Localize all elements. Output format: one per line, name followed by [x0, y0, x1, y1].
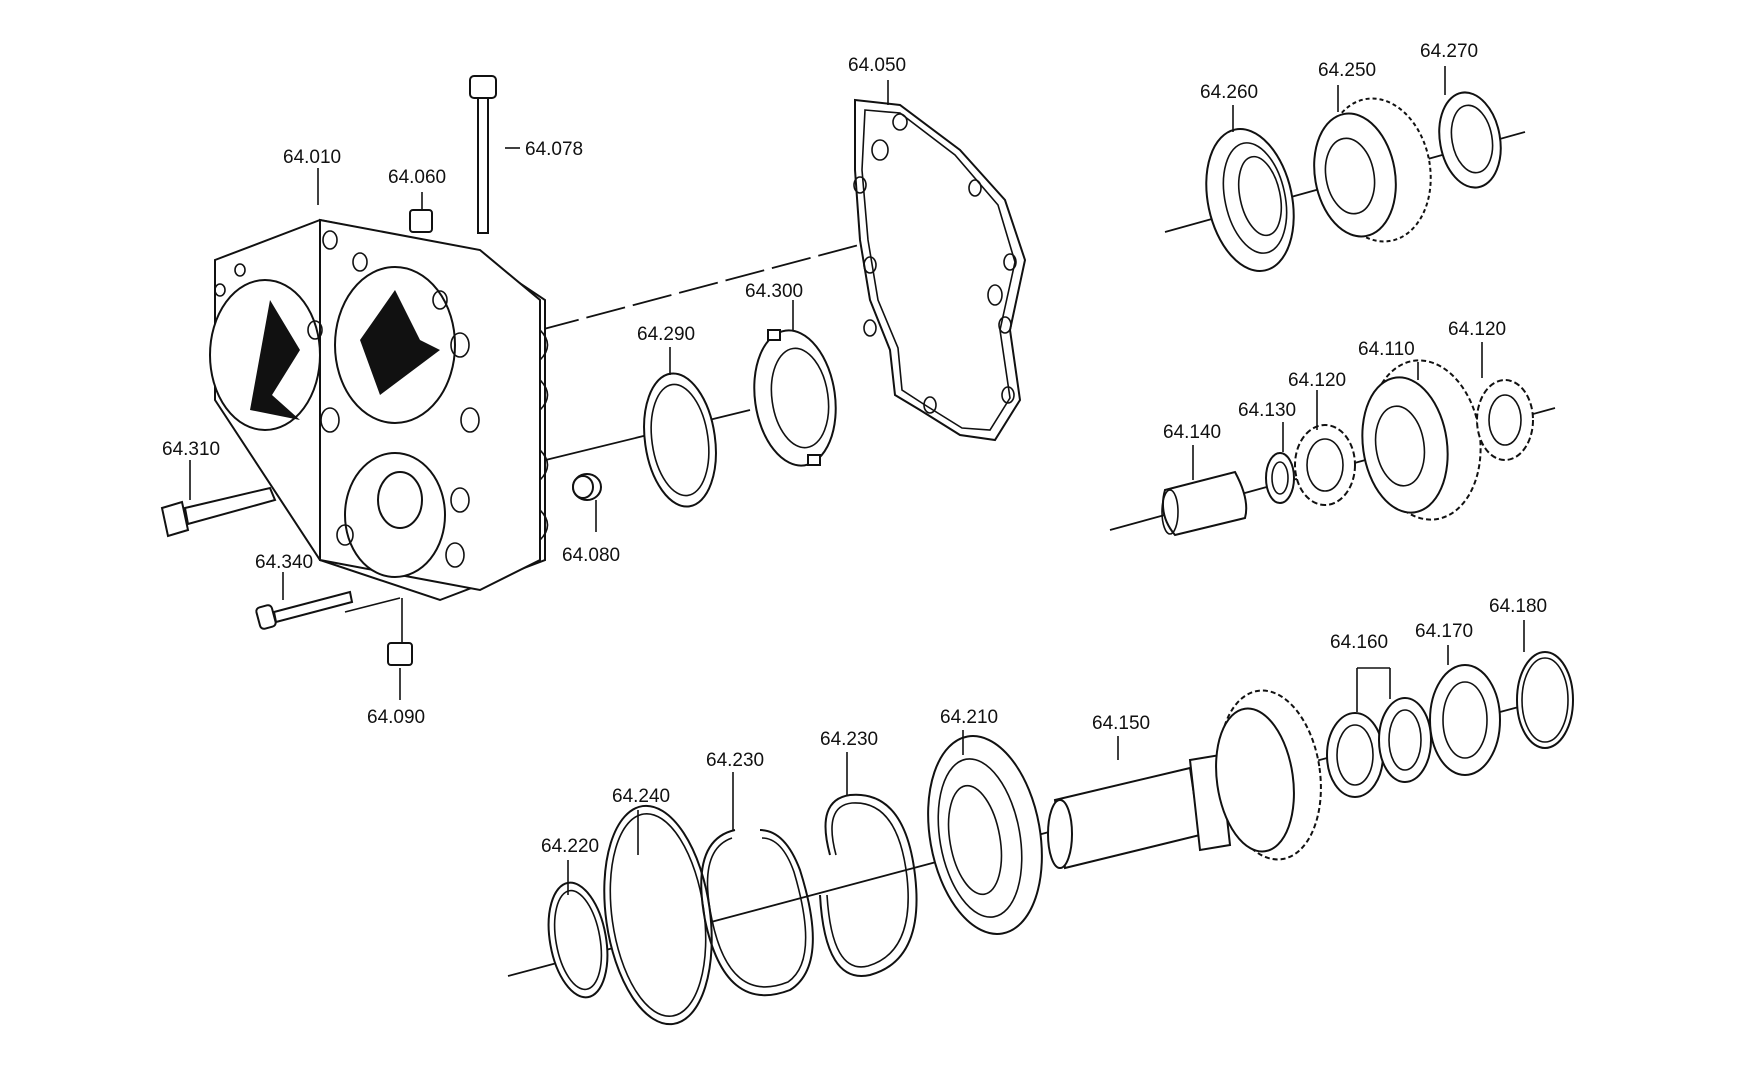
label-64-220: 64.220 — [541, 836, 599, 857]
label-64-160: 64.160 — [1330, 632, 1388, 653]
label-64-250: 64.250 — [1318, 60, 1376, 81]
label-64-050: 64.050 — [848, 55, 906, 76]
label-64-300: 64.300 — [745, 281, 803, 302]
bearing-64-120-front — [1294, 424, 1356, 506]
label-64-120-a: 64.120 — [1288, 370, 1346, 391]
bolt-64-340 — [255, 590, 354, 630]
label-64-060: 64.060 — [388, 167, 446, 188]
leader-lines — [189, 66, 1525, 895]
snap-ring-64-230-b — [819, 793, 918, 977]
gear-64-250 — [1313, 97, 1432, 243]
label-64-130: 64.130 — [1238, 400, 1296, 421]
washer-64-130 — [1265, 452, 1295, 504]
label-64-290: 64.290 — [637, 324, 695, 345]
gear-64-110 — [1361, 359, 1482, 521]
label-64-120-b: 64.120 — [1448, 319, 1506, 340]
plug-64-060 — [409, 209, 433, 233]
plug-64-090 — [387, 642, 413, 666]
label-64-170: 64.170 — [1415, 621, 1473, 642]
label-64-110: 64.110 — [1358, 339, 1415, 360]
label-64-230-a: 64.230 — [706, 750, 764, 771]
label-64-078: 64.078 — [525, 139, 583, 160]
ring-64-240 — [603, 804, 713, 1026]
label-64-340: 64.340 — [255, 552, 313, 573]
label-64-010: 64.010 — [283, 147, 341, 168]
bearing-64-260 — [1205, 128, 1295, 272]
bolt-axis-line — [344, 597, 401, 613]
bearing-64-210 — [927, 735, 1043, 935]
label-64-230-b: 64.230 — [820, 729, 878, 750]
label-64-090: 64.090 — [367, 707, 425, 728]
input-shaft-64-150 — [1047, 689, 1322, 870]
bearing-64-120-rear — [1476, 379, 1534, 461]
pin-64-140 — [1161, 470, 1248, 537]
label-64-240: 64.240 — [612, 786, 670, 807]
label-64-270: 64.270 — [1420, 41, 1478, 62]
bolt-64-310 — [160, 486, 277, 538]
label-64-150: 64.150 — [1092, 713, 1150, 734]
circlip-64-220 — [547, 881, 609, 999]
label-64-260: 64.260 — [1200, 82, 1258, 103]
circlip-64-180 — [1516, 651, 1574, 749]
label-64-080: 64.080 — [562, 545, 620, 566]
label-64-210: 64.210 — [940, 707, 998, 728]
bearing-64-170 — [1429, 664, 1501, 776]
gasket-64-050 — [853, 98, 1027, 442]
washer-64-290 — [643, 372, 717, 508]
stud-64-078 — [469, 75, 497, 234]
bearing-64-270 — [1438, 91, 1502, 189]
cover-plate-64-300 — [753, 329, 837, 467]
plug-64-080 — [572, 473, 602, 501]
label-64-310: 64.310 — [162, 439, 220, 460]
snap-ring-64-230-a — [700, 829, 814, 997]
label-64-180: 64.180 — [1489, 596, 1547, 617]
label-64-140: 64.140 — [1163, 422, 1221, 443]
housing-64-010 — [209, 218, 549, 602]
spacer-rings-64-160 — [1326, 697, 1432, 798]
